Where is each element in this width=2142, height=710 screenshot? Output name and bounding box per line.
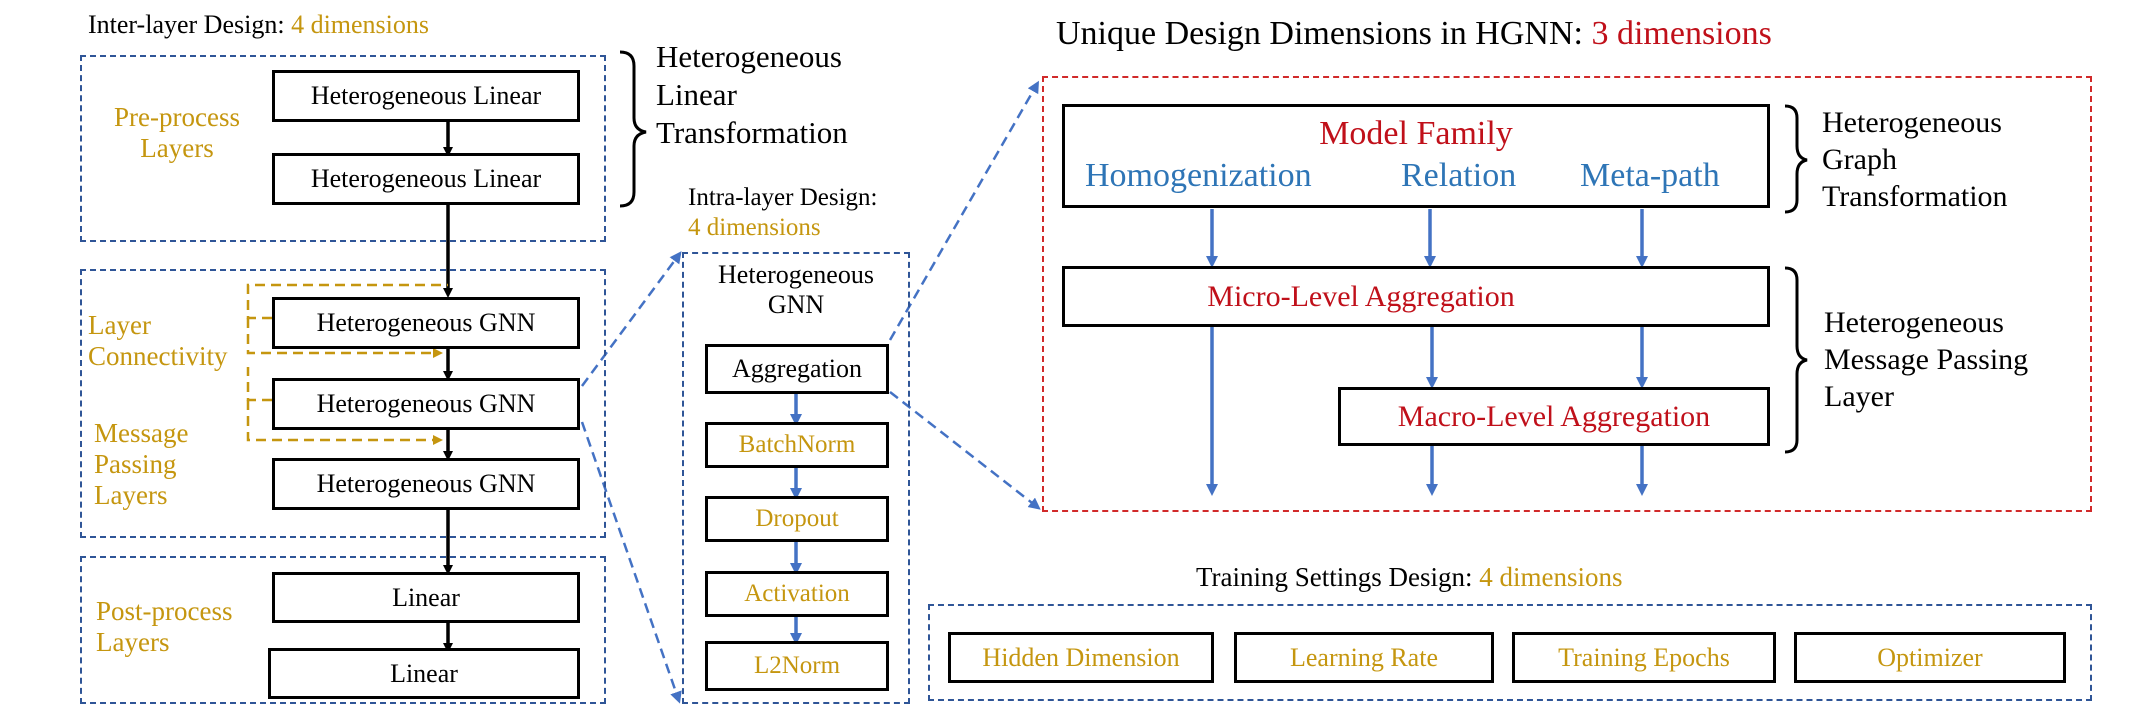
postprocess-label: Post-process Layers bbox=[96, 596, 233, 658]
message-passing-line2: Passing bbox=[94, 449, 177, 480]
linear-box-2[interactable]: Linear bbox=[268, 648, 580, 699]
brace-message-passing bbox=[1784, 266, 1808, 454]
hetero-linear-box-1[interactable]: Heterogeneous Linear bbox=[272, 70, 580, 122]
metapath-label[interactable]: Meta-path bbox=[1580, 157, 1720, 194]
unique-title: Unique Design Dimensions in HGNN: 3 dime… bbox=[1056, 14, 1772, 53]
preprocess-label-line1: Pre-process bbox=[114, 102, 240, 132]
message-passing-group bbox=[80, 269, 606, 538]
model-family-box[interactable]: Model Family Homogenization Relation Met… bbox=[1062, 104, 1770, 208]
message-passing-line3: Layers bbox=[94, 480, 168, 511]
postprocess-group bbox=[80, 556, 606, 704]
l2norm-box[interactable]: L2Norm bbox=[705, 641, 889, 691]
training-group bbox=[928, 604, 2092, 701]
unique-title-prefix: Unique Design Dimensions in HGNN: bbox=[1056, 15, 1592, 52]
proj-gnn-intra-bottom bbox=[580, 421, 682, 704]
l2norm-label: L2Norm bbox=[753, 652, 841, 679]
message-passing-line1: Message bbox=[94, 418, 189, 448]
micro-aggregation-label: Micro-Level Aggregation bbox=[1207, 279, 1515, 313]
preprocess-label-line2: Layers bbox=[140, 133, 214, 164]
unique-title-highlight: 3 dimensions bbox=[1591, 15, 1772, 52]
linear-transformation-label: Heterogeneous Linear Transformation bbox=[656, 38, 848, 151]
relation-label[interactable]: Relation bbox=[1401, 157, 1517, 194]
graph-transformation-label: Heterogeneous Graph Transformation bbox=[1822, 104, 2008, 216]
training-epochs-label: Training Epochs bbox=[1558, 642, 1730, 672]
hetero-gnn-3-label: Heterogeneous GNN bbox=[316, 469, 536, 498]
hetero-gnn-1-label: Heterogeneous GNN bbox=[316, 308, 536, 337]
unique-group bbox=[1042, 76, 2092, 512]
layer-connectivity-label: Layer Connectivity bbox=[88, 310, 227, 372]
intra-layer-group bbox=[682, 252, 910, 704]
postprocess-label-line2: Layers bbox=[96, 627, 170, 658]
proj-agg-unique-top bbox=[888, 80, 1039, 341]
dropout-label: Dropout bbox=[755, 505, 839, 532]
optimizer-box[interactable]: Optimizer bbox=[1794, 632, 2066, 683]
intra-header-line2: GNN bbox=[767, 289, 825, 319]
training-title: Training Settings Design: 4 dimensions bbox=[1196, 562, 1623, 593]
brace-linear-transformation bbox=[619, 50, 647, 208]
proj-agg-unique-bottom bbox=[889, 391, 1041, 510]
message-passing-layer-line2: Message Passing bbox=[1824, 343, 2029, 377]
learning-rate-box[interactable]: Learning Rate bbox=[1234, 632, 1494, 683]
hetero-gnn-box-1[interactable]: Heterogeneous GNN bbox=[272, 297, 580, 349]
hetero-linear-2-label: Heterogeneous Linear bbox=[310, 164, 542, 193]
skip-connection-2b bbox=[246, 400, 443, 445]
skip-connection-1 bbox=[246, 283, 448, 320]
batchnorm-label: BatchNorm bbox=[738, 431, 856, 458]
aggregation-label: Aggregation bbox=[732, 354, 862, 383]
model-family-label: Model Family bbox=[1319, 115, 1513, 152]
inter-layer-title-highlight: 4 dimensions bbox=[291, 10, 430, 39]
homogenization-label[interactable]: Homogenization bbox=[1085, 157, 1312, 194]
linear-transformation-line1: Heterogeneous bbox=[656, 39, 842, 74]
hetero-gnn-2-label: Heterogeneous GNN bbox=[316, 389, 536, 418]
intra-layer-title-line2: 4 dimensions bbox=[688, 214, 821, 241]
message-passing-layer-line1: Heterogeneous bbox=[1824, 306, 2004, 339]
training-title-prefix: Training Settings Design: bbox=[1196, 562, 1480, 592]
intra-layer-title-line1: Intra-layer Design: bbox=[688, 184, 878, 211]
learning-rate-label: Learning Rate bbox=[1290, 642, 1438, 672]
message-passing-label: Message Passing Layers bbox=[94, 418, 188, 511]
inter-layer-title-prefix: Inter-layer Design: bbox=[88, 10, 292, 39]
aggregation-box[interactable]: Aggregation bbox=[705, 344, 889, 394]
brace-graph-transformation bbox=[1784, 104, 1808, 214]
skip-connection-1b bbox=[246, 318, 443, 358]
batchnorm-box[interactable]: BatchNorm bbox=[705, 422, 889, 468]
preprocess-label: Pre-process Layers bbox=[102, 102, 252, 164]
macro-aggregation-label: Macro-Level Aggregation bbox=[1397, 399, 1711, 433]
graph-transformation-line1: Heterogeneous bbox=[1822, 106, 2002, 139]
linear-1-label: Linear bbox=[392, 582, 460, 612]
hidden-dimension-label: Hidden Dimension bbox=[982, 642, 1180, 672]
graph-transformation-line3: Transformation bbox=[1822, 180, 2008, 214]
micro-aggregation-box[interactable]: Micro-Level Aggregation bbox=[1062, 266, 1770, 327]
hetero-linear-box-2[interactable]: Heterogeneous Linear bbox=[272, 153, 580, 205]
layer-connectivity-line1: Layer bbox=[88, 310, 151, 340]
activation-box[interactable]: Activation bbox=[705, 571, 889, 617]
postprocess-label-line1: Post-process bbox=[96, 596, 233, 626]
proj-gnn-intra-top bbox=[580, 251, 682, 387]
dropout-box[interactable]: Dropout bbox=[705, 496, 889, 542]
hetero-gnn-box-3[interactable]: Heterogeneous GNN bbox=[272, 458, 580, 510]
hidden-dimension-box[interactable]: Hidden Dimension bbox=[948, 632, 1214, 683]
intra-layer-title: Intra-layer Design: 4 dimensions bbox=[688, 183, 878, 243]
intra-header-line1: Heterogeneous bbox=[718, 260, 874, 289]
linear-2-label: Linear bbox=[390, 658, 458, 688]
linear-transformation-line3: Transformation bbox=[656, 114, 848, 150]
macro-aggregation-box[interactable]: Macro-Level Aggregation bbox=[1338, 387, 1770, 446]
message-passing-layer-line3: Layer bbox=[1824, 380, 1894, 414]
inter-layer-title: Inter-layer Design: 4 dimensions bbox=[88, 10, 429, 40]
activation-label: Activation bbox=[744, 580, 850, 607]
optimizer-label: Optimizer bbox=[1877, 642, 1983, 672]
linear-transformation-line2: Linear bbox=[656, 76, 737, 112]
training-title-highlight: 4 dimensions bbox=[1479, 562, 1623, 592]
graph-transformation-line2: Graph bbox=[1822, 143, 1897, 177]
layer-connectivity-line2: Connectivity bbox=[88, 341, 228, 372]
intra-header: Heterogeneous GNN bbox=[682, 260, 910, 320]
hetero-gnn-box-2[interactable]: Heterogeneous GNN bbox=[272, 378, 580, 430]
training-epochs-box[interactable]: Training Epochs bbox=[1512, 632, 1776, 683]
hetero-linear-1-label: Heterogeneous Linear bbox=[310, 81, 542, 110]
linear-box-1[interactable]: Linear bbox=[272, 572, 580, 623]
message-passing-layer-label: Heterogeneous Message Passing Layer bbox=[1824, 304, 2028, 416]
preprocess-group bbox=[80, 55, 606, 242]
